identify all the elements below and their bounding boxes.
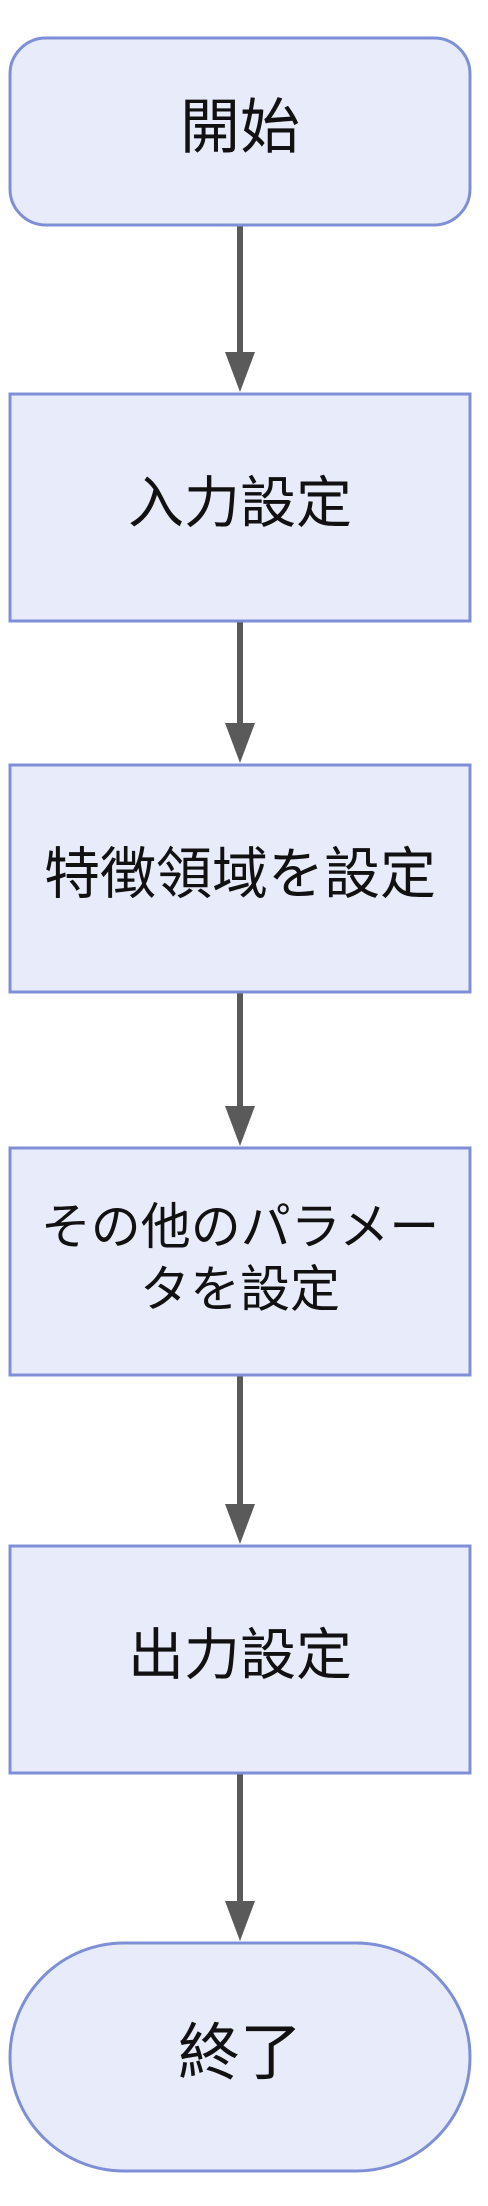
node-start-shape bbox=[8, 36, 472, 227]
node-end-label-line-1: 終了 bbox=[178, 2016, 302, 2089]
node-input-shape bbox=[8, 392, 472, 623]
node-start-label-line-1: 開始 bbox=[180, 93, 300, 163]
edge-output-to-end bbox=[225, 1773, 255, 1941]
node-end: 終了 bbox=[8, 1941, 472, 2173]
edges-layer bbox=[225, 225, 255, 1941]
node-output-shape bbox=[8, 1544, 472, 1775]
node-feature-label-line-1: 特徴領域を設定 bbox=[44, 843, 436, 908]
edge-start-to-input bbox=[225, 225, 255, 392]
node-output-label-line-1: 出力設定 bbox=[128, 1624, 352, 1689]
node-params-label-line-2: タを設定 bbox=[140, 1260, 340, 1318]
node-feature: 特徴領域を設定 bbox=[8, 763, 472, 994]
node-feature-shape bbox=[8, 763, 472, 994]
edge-feature-to-params bbox=[225, 992, 255, 1146]
node-params-shape bbox=[8, 1146, 472, 1377]
node-input: 入力設定 bbox=[8, 392, 472, 623]
arrowhead-icon bbox=[225, 1901, 255, 1941]
edge-params-to-output bbox=[225, 1375, 255, 1544]
node-end-shape bbox=[8, 1941, 472, 2173]
arrowhead-icon bbox=[225, 1504, 255, 1544]
arrowhead-icon bbox=[225, 1106, 255, 1146]
node-input-label-line-1: 入力設定 bbox=[128, 472, 352, 537]
node-output: 出力設定 bbox=[8, 1544, 472, 1775]
edge-input-to-feature bbox=[225, 621, 255, 763]
node-start: 開始 bbox=[8, 36, 472, 227]
arrowhead-icon bbox=[225, 723, 255, 763]
arrowhead-icon bbox=[225, 352, 255, 392]
node-params-label-line-1: その他のパラメー bbox=[41, 1198, 440, 1256]
